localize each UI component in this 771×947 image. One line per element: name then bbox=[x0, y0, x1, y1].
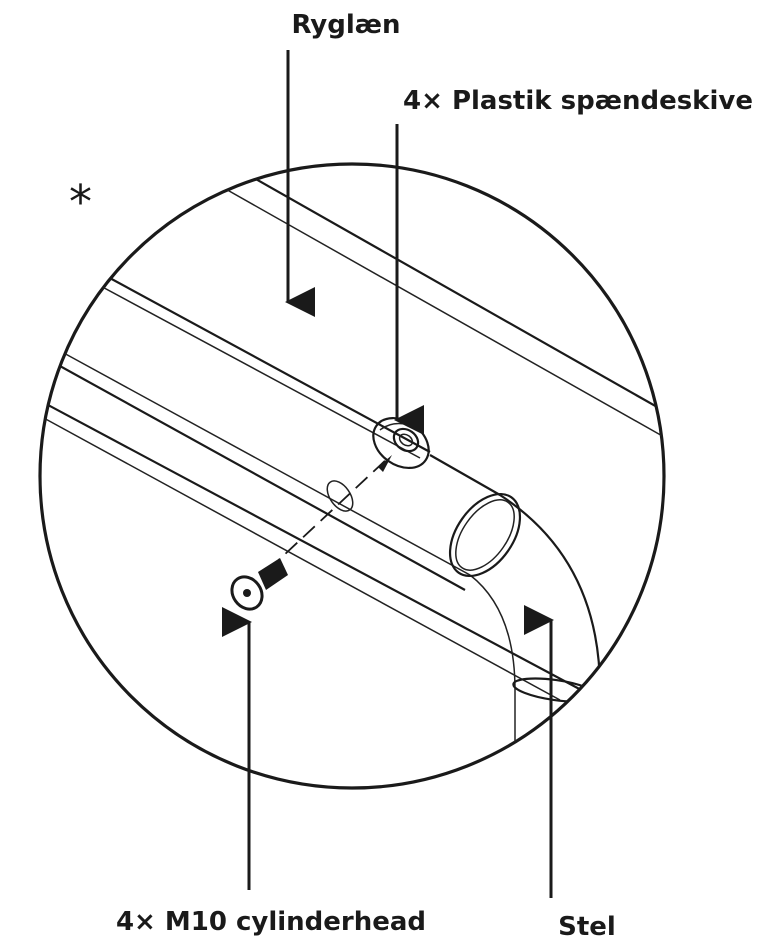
backrest-label: Ryglæn bbox=[291, 10, 400, 40]
frame-label: Stel bbox=[558, 912, 616, 942]
washer-part bbox=[372, 416, 430, 470]
tube-frame bbox=[40, 339, 602, 788]
detail-lens bbox=[38, 162, 666, 790]
bolt-part bbox=[230, 558, 288, 611]
assembly-axis bbox=[267, 457, 389, 571]
bolt-label: 4× M10 cylinderhead bbox=[116, 907, 426, 937]
asterisk-mark: * bbox=[69, 175, 92, 229]
backrest-panel bbox=[94, 169, 664, 459]
washer-label: 4× Plastik spændeskive bbox=[403, 86, 753, 116]
detail-circle bbox=[38, 162, 666, 790]
axis-arrowhead bbox=[378, 455, 392, 472]
